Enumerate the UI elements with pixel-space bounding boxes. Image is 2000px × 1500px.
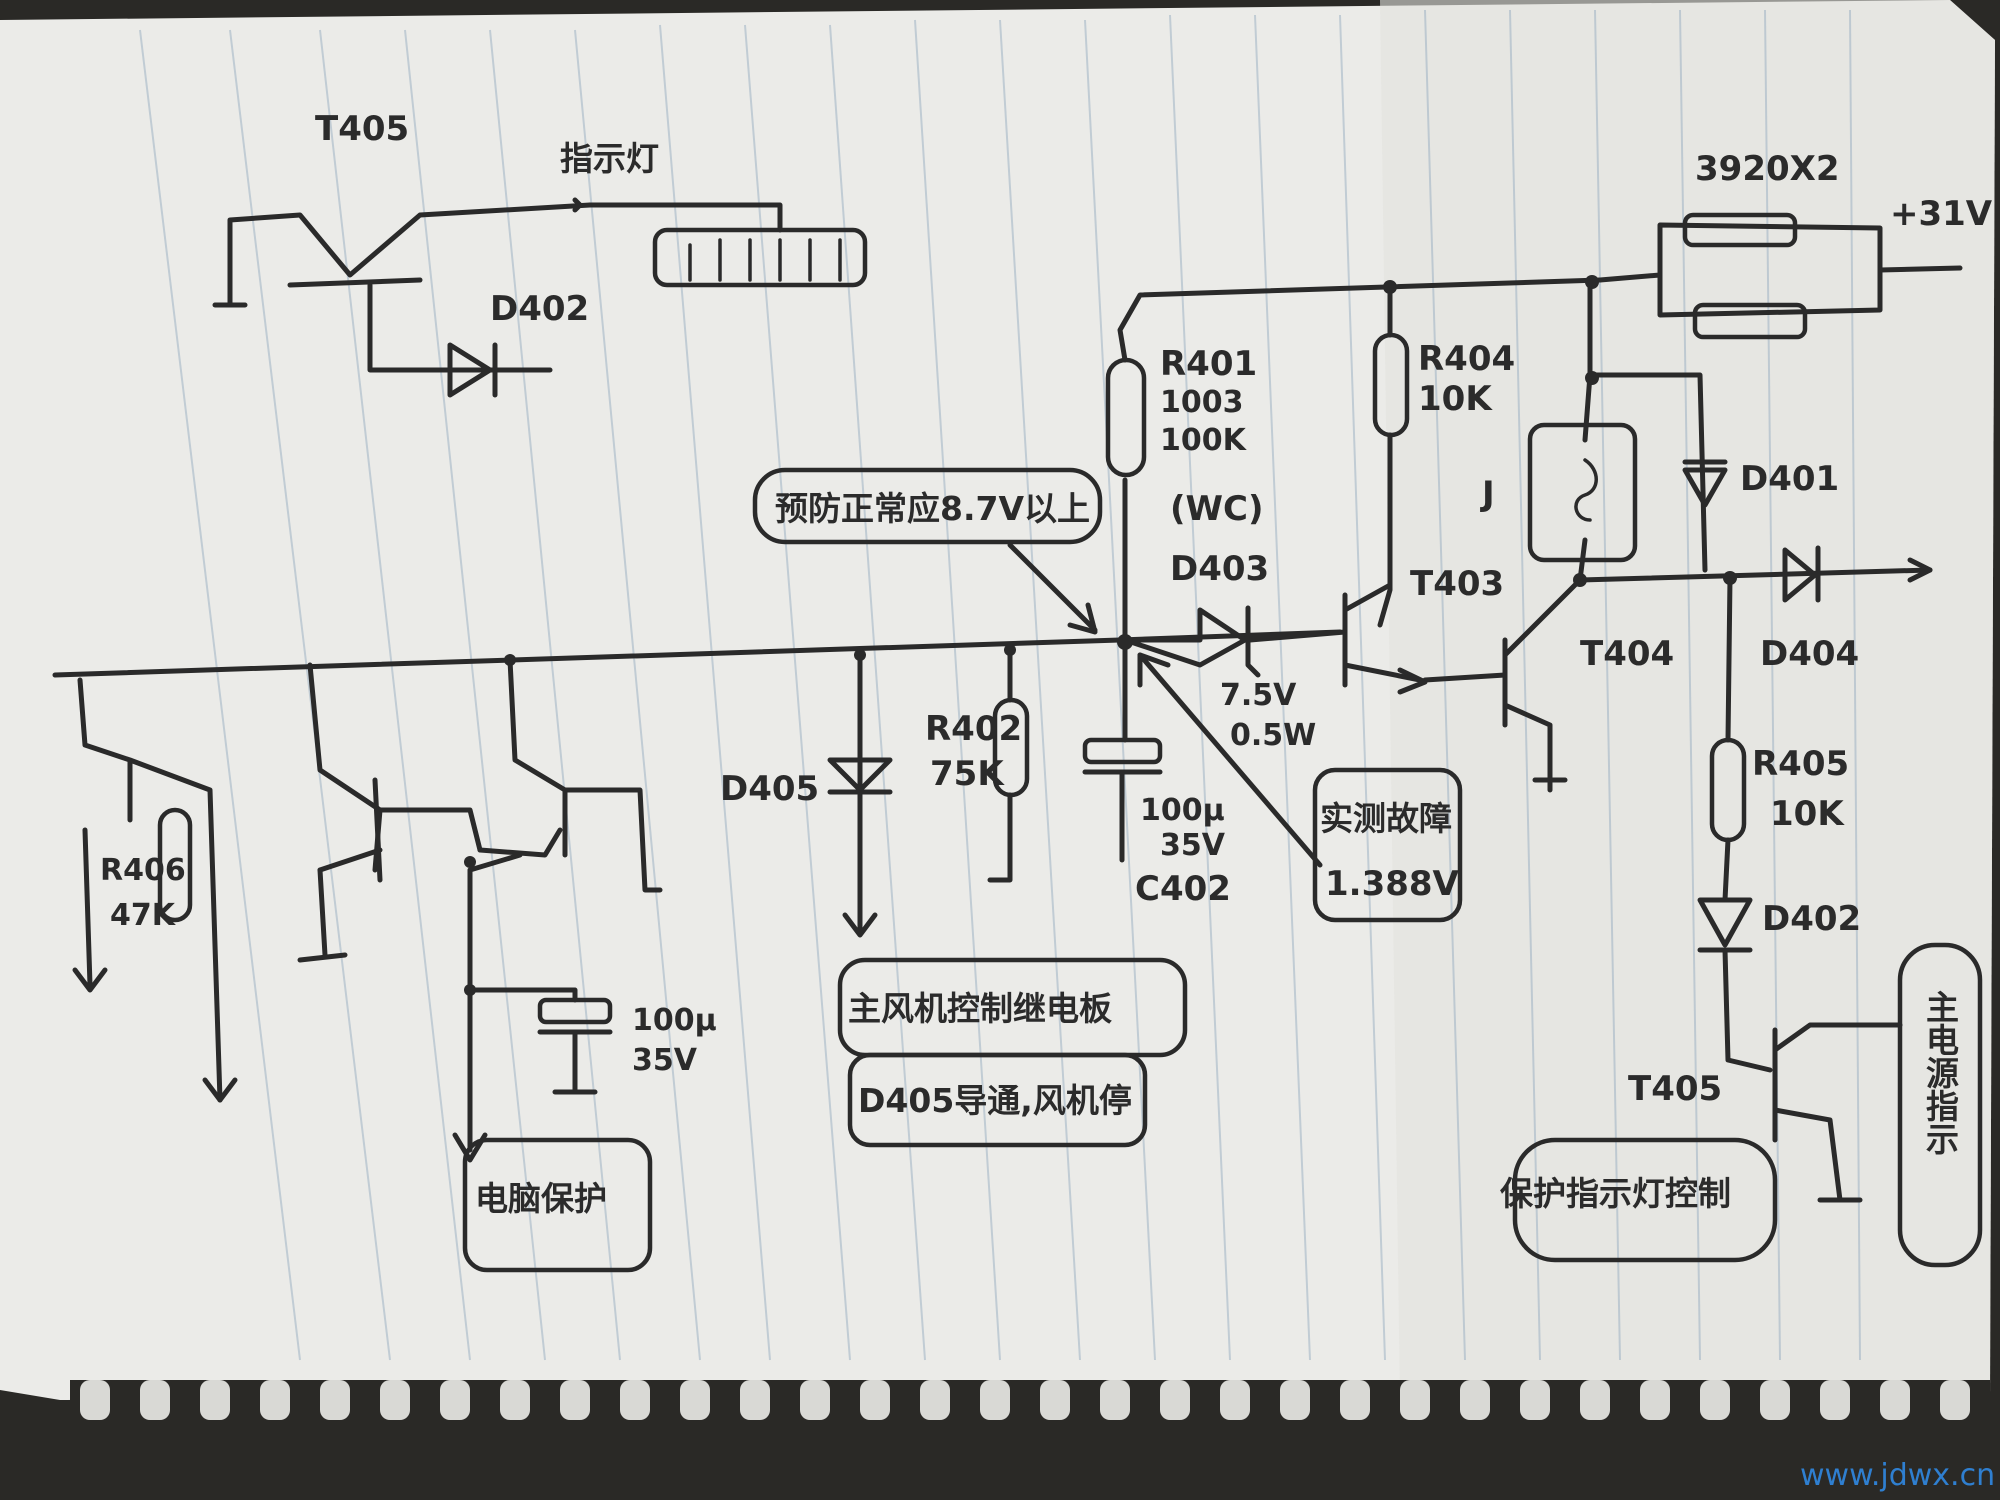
transistor-t405-right — [1772, 1022, 1903, 1203]
label-r401-val2: 100K — [1160, 423, 1248, 458]
label-cap-left-v: 35V — [632, 1043, 698, 1078]
note-left-box: 电脑保护 — [475, 1179, 607, 1218]
box-normal-voltage — [752, 467, 1103, 545]
label-supply: +31V — [1890, 194, 1993, 234]
transistor-t403 — [1342, 582, 1428, 695]
label-cap-c402-v: 35V — [1160, 828, 1226, 863]
resistor-r405 — [1709, 575, 1747, 903]
diode-d402-top — [447, 342, 493, 398]
label-res-pair: 3920X2 — [1695, 149, 1840, 189]
watermark: www.jdwx.cn — [1800, 1458, 1995, 1493]
label-r405: R405 — [1752, 744, 1849, 784]
note-right-vertical: 主电源指示 — [1921, 990, 1960, 1155]
label-cap-left-val: 100μ — [632, 1003, 717, 1038]
spiral-holes — [80, 1380, 1970, 1420]
box-fault-voltage — [1312, 767, 1463, 923]
box-right-vertical — [1897, 942, 1983, 1268]
label-d403: D403 — [1170, 549, 1269, 589]
label-d405: D405 — [720, 769, 819, 809]
zener-d403 — [1122, 605, 1348, 678]
diode-d401 — [1682, 459, 1728, 508]
label-t403: T403 — [1410, 564, 1504, 604]
note-fault-value: 1.388V — [1325, 864, 1460, 904]
box-left — [462, 1137, 653, 1273]
label-r406: R406 — [100, 853, 186, 888]
label-t405-right: T405 — [1628, 1069, 1722, 1109]
label-relay: J — [1480, 474, 1495, 514]
label-d402-right: D402 — [1762, 899, 1861, 939]
label-r404: R404 — [1418, 339, 1515, 379]
label-indicator: 指示灯 — [560, 139, 659, 178]
label-r401: R401 — [1160, 344, 1257, 384]
label-t405-top: T405 — [315, 109, 409, 149]
label-r402: R402 — [925, 709, 1022, 749]
label-c402: C402 — [1135, 869, 1231, 909]
box-bottom-right — [1512, 1137, 1778, 1263]
diode-d402-right — [1697, 897, 1773, 1073]
transistor-t404 — [1422, 577, 1583, 793]
label-d404: D404 — [1760, 634, 1859, 674]
label-d401: D401 — [1740, 459, 1839, 499]
t405-indicator-subcircuit — [212, 197, 868, 398]
label-r402-val: 75K — [930, 754, 1005, 794]
diode-d405 — [827, 652, 893, 938]
ruled-lines — [139, 9, 1861, 1361]
resistor-pair-3920x2 — [1597, 212, 1963, 340]
note-normal-voltage: 预防正常应8.7V以上 — [775, 489, 1090, 528]
note-bottom-right: 保护指示灯控制 — [1500, 1174, 1731, 1213]
label-d402-top: D402 — [490, 289, 589, 329]
diode-d404 — [1577, 545, 1933, 603]
resistor-r406 — [157, 807, 193, 923]
indicator-led-bar — [652, 227, 868, 288]
label-r404-val: 10K — [1418, 379, 1493, 419]
resistor-r402 — [987, 647, 1030, 883]
label-d403-w: 0.5W — [1230, 718, 1316, 753]
resistor-r401 — [1105, 277, 1603, 643]
capacitor-c402 — [1082, 642, 1163, 863]
note-fan-control-2: D405导通,风机停 — [858, 1081, 1132, 1120]
label-wc: (WC) — [1170, 489, 1264, 529]
note-fault-title: 实测故障 — [1320, 799, 1452, 838]
box-fan-note — [847, 1052, 1148, 1148]
label-t404: T404 — [1580, 634, 1674, 674]
note-fan-control-1: 主风机控制继电板 — [848, 989, 1112, 1028]
label-r406-val: 47K — [110, 898, 177, 933]
label-r405-val: 10K — [1770, 794, 1845, 834]
label-d403-v: 7.5V — [1220, 678, 1297, 713]
label-cap-c402-val: 100μ — [1140, 793, 1225, 828]
label-r401-val1: 1003 — [1160, 385, 1244, 420]
junction-dots — [464, 275, 1737, 996]
left-transistor-stages — [72, 657, 663, 1163]
